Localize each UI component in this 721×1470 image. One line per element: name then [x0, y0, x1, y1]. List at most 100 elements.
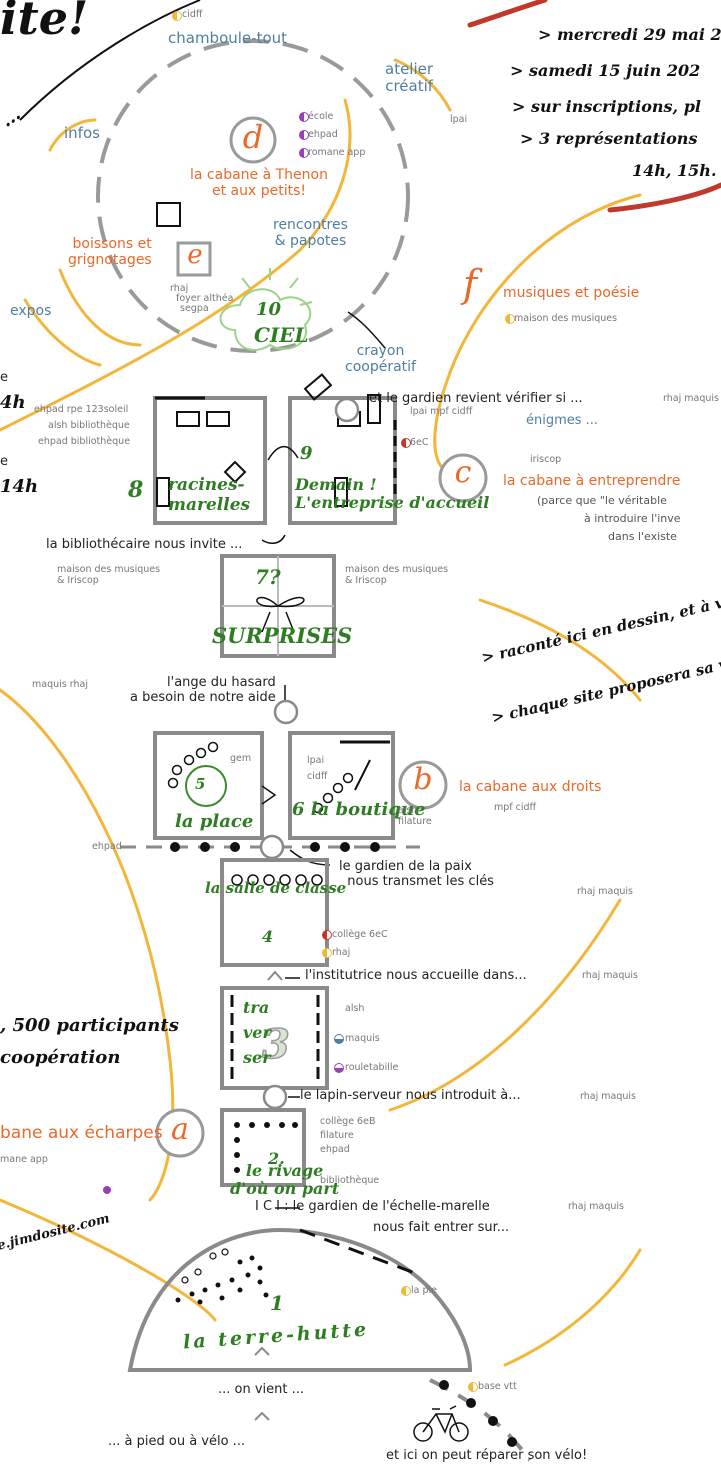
left-e-1: e: [0, 370, 8, 385]
rhaj-maquis-label-5: rhaj maquis: [568, 1201, 624, 1212]
room-9-number: 9: [300, 443, 313, 464]
infos-label: infos: [64, 124, 100, 142]
boissons-label: boissons et grignotages: [68, 236, 152, 269]
dome-dots: [175, 1255, 269, 1305]
room-8-box: [153, 396, 267, 525]
cabane-thenon: la cabane à Thenon et aux petits!: [190, 167, 328, 200]
waypoint: [273, 699, 299, 725]
enigmes-label: énigmes ...: [526, 413, 599, 428]
circle-d-badge: [229, 116, 277, 164]
segpa-label: segpa: [180, 303, 209, 314]
circles-6: [312, 772, 354, 814]
la-pie-label: la pie: [411, 1285, 437, 1296]
section-c: c: [454, 455, 472, 490]
chamboule-label: chamboule-tout: [168, 29, 288, 47]
atelier-label: atelier créatif: [385, 60, 434, 96]
filature-label: filature: [320, 1130, 354, 1141]
college6eB-label: collège 6eB: [320, 1116, 376, 1127]
section-e: e: [187, 240, 203, 270]
fait-entrer-label: nous fait entrer sur...: [373, 1220, 510, 1235]
waypoint: [262, 1084, 288, 1110]
date-line-2: > samedi 15 juin 202: [510, 61, 701, 80]
date-line-5: 14h, 15h.: [632, 161, 717, 180]
room-6-box: [288, 731, 395, 840]
lapin-label: le lapin-serveur nous introduit à...: [300, 1088, 521, 1103]
bicycle-icon: [413, 1405, 469, 1442]
cabane-entreprendre: la cabane à entreprendre: [503, 473, 681, 489]
dome-circles: [181, 1248, 229, 1284]
page-title: ite!: [0, 0, 89, 45]
room-2-number: 2.: [268, 1149, 285, 1168]
partner-dot: [172, 11, 182, 21]
ehpad-rpe-label: ehpad rpe 123soleil: [34, 404, 129, 415]
maison-iriscop-right: maison des musiques & Iriscop: [345, 564, 449, 586]
room-furniture: [156, 373, 381, 507]
parce-que: (parce que "le véritable: [537, 494, 667, 507]
room-5-number: 5: [195, 775, 206, 793]
room-1-number: 1: [270, 1291, 284, 1315]
section-d: d: [242, 118, 264, 156]
ehpad-label-2: ehpad: [92, 841, 122, 852]
rouletabille-label: rouletabille: [345, 1062, 399, 1073]
circles-5: [167, 741, 219, 789]
date-line-1: > mercredi 29 mai 20: [538, 25, 721, 44]
partner-dot: [401, 438, 411, 448]
ange-label: l'ange du hasard a besoin de notre aide: [130, 675, 276, 705]
ecole-label: école: [308, 111, 334, 122]
salle-classe: la salle de classe: [205, 879, 347, 897]
romane-label: romane app: [308, 147, 366, 158]
rhaj-label: rhaj: [170, 283, 189, 294]
rhaj-maquis-label-4: rhaj maquis: [580, 1091, 636, 1102]
room-6-label: 6 la boutique: [292, 799, 426, 820]
musiques-poesie: musiques et poésie: [503, 285, 640, 301]
cooperation-text: coopération: [0, 1047, 121, 1068]
reparer-label: et ici on peut réparer son vélo!: [386, 1448, 588, 1463]
room-3-number: 3: [261, 1021, 290, 1069]
expos-label: expos: [10, 303, 52, 319]
left-time-2: 14h: [0, 476, 39, 497]
maison-musiques: maison des musiques: [514, 313, 618, 324]
introduire: à introduire l'inve: [584, 512, 681, 525]
up-chevron: [254, 1411, 270, 1421]
red-stroke-top: [467, 0, 548, 28]
boundary-dots: [170, 842, 380, 852]
date-line-3: > sur inscriptions, pl: [512, 97, 701, 116]
f-anchor: [452, 239, 494, 281]
room-4-box: [220, 858, 329, 967]
tree-icon: [185, 765, 227, 807]
institutrice-label: l'institutrice nous accueille dans...: [305, 968, 527, 983]
arrow-8-9: [267, 445, 299, 461]
ciel-number: 10: [256, 299, 282, 320]
bibliothecaire-label: la bibliothécaire nous invite ...: [46, 537, 243, 552]
room-2-box: [220, 1108, 306, 1187]
bike-path-dots: [439, 1380, 517, 1447]
room-3-label: tra ver ser: [243, 998, 271, 1067]
waypoint: [259, 834, 285, 860]
cabane-echarpes: bane aux écharpes: [0, 1123, 163, 1143]
cidff-label-2: cidff: [307, 771, 328, 782]
date-line-4: > 3 représentations: [520, 129, 698, 148]
square-icon: [156, 202, 181, 227]
partner-dot: [322, 930, 332, 940]
circles-4: [231, 874, 323, 886]
maquis-rhaj-label: maquis rhaj: [32, 679, 88, 690]
partner-dot: [401, 1286, 411, 1296]
room-5-box: [153, 731, 264, 840]
bow-icon: [256, 596, 305, 633]
room-4-number: 4: [262, 927, 274, 946]
dome-door: [299, 1228, 421, 1277]
participants-text: , 500 participants: [0, 1015, 179, 1036]
up-chevron: [254, 1346, 270, 1356]
maquis-label: maquis: [345, 1033, 380, 1044]
room-6-line: [354, 759, 371, 791]
gem-label: gem: [230, 753, 252, 764]
rhaj-label-2: rhaj: [332, 947, 351, 958]
mane-app: mane app: [0, 1154, 48, 1165]
rencontres-label: rencontres & papotes: [273, 217, 348, 250]
room-8-label: racines- marelles: [168, 475, 251, 515]
a-pied-label: ... à pied ou à vélo ...: [108, 1434, 246, 1449]
rhaj-maquis-label-3: rhaj maquis: [582, 970, 638, 981]
room-8-number: 8: [128, 477, 144, 503]
room-7-number: 7?: [255, 565, 281, 589]
rhaj-maquis-label-2: rhaj maquis: [577, 886, 633, 897]
